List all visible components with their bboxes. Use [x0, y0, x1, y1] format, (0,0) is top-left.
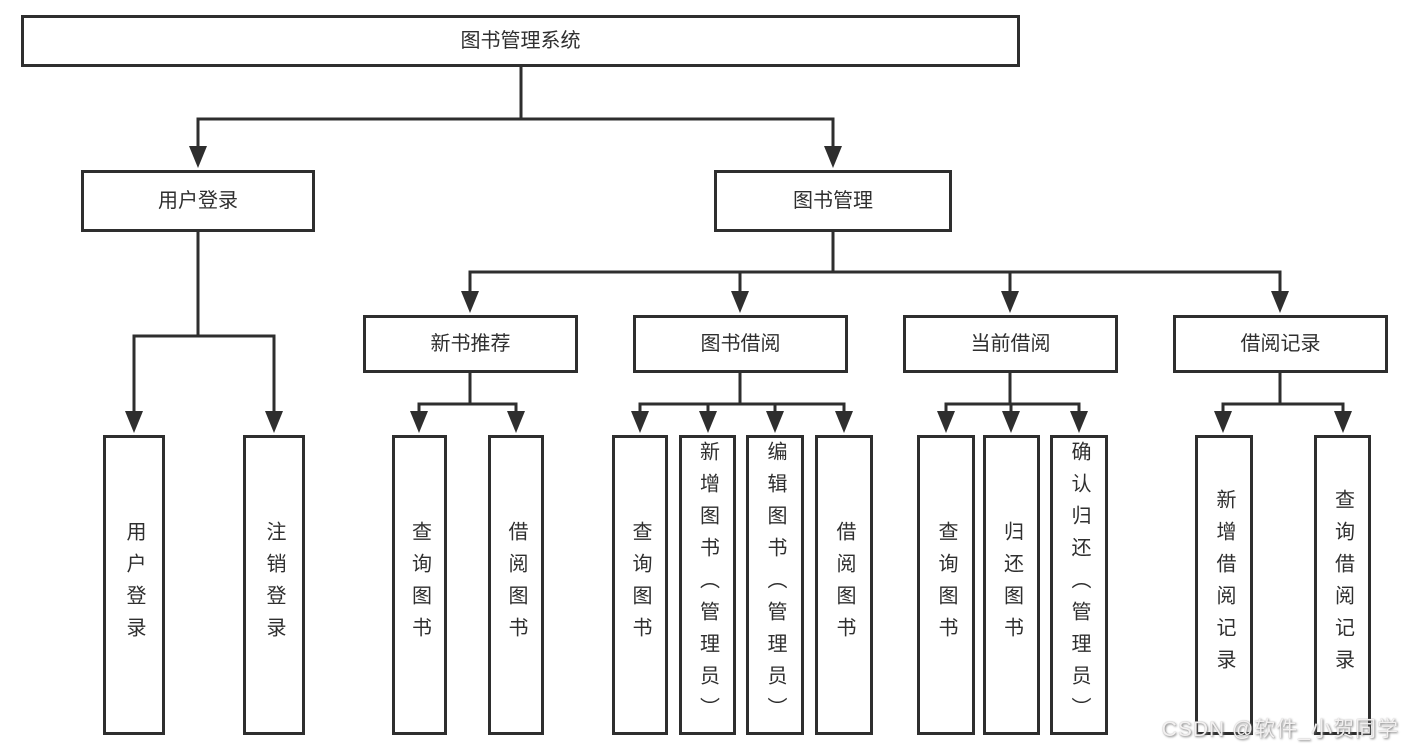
leaf-return-book: 归还图书 [983, 435, 1040, 735]
node-user-login: 用户登录 [81, 170, 315, 232]
node-book-borrow: 图书借阅 [633, 315, 848, 373]
leaf-query-books-recommend: 查询图书 [392, 435, 447, 735]
leaf-user-login: 用户登录 [103, 435, 165, 735]
leaf-confirm-return-admin: 确认归还（管理员） [1050, 435, 1108, 735]
watermark: CSDN @软件_小贺同学 [1161, 718, 1399, 741]
node-library-system: 图书管理系统 [21, 15, 1020, 67]
leaf-query-books-current: 查询图书 [917, 435, 975, 735]
leaf-logout: 注销登录 [243, 435, 305, 735]
leaf-query-books-borrow: 查询图书 [612, 435, 668, 735]
leaf-edit-book-admin: 编辑图书（管理员） [746, 435, 804, 735]
leaf-query-borrow-record: 查询借阅记录 [1314, 435, 1371, 735]
leaf-add-book-admin: 新增图书（管理员） [679, 435, 736, 735]
node-book-management: 图书管理 [714, 170, 952, 232]
node-borrow-records: 借阅记录 [1173, 315, 1388, 373]
node-current-borrow: 当前借阅 [903, 315, 1118, 373]
node-new-book-recommend: 新书推荐 [363, 315, 578, 373]
leaf-borrow-books-recommend: 借阅图书 [488, 435, 544, 735]
leaf-add-borrow-record: 新增借阅记录 [1195, 435, 1253, 735]
leaf-borrow-books: 借阅图书 [815, 435, 873, 735]
